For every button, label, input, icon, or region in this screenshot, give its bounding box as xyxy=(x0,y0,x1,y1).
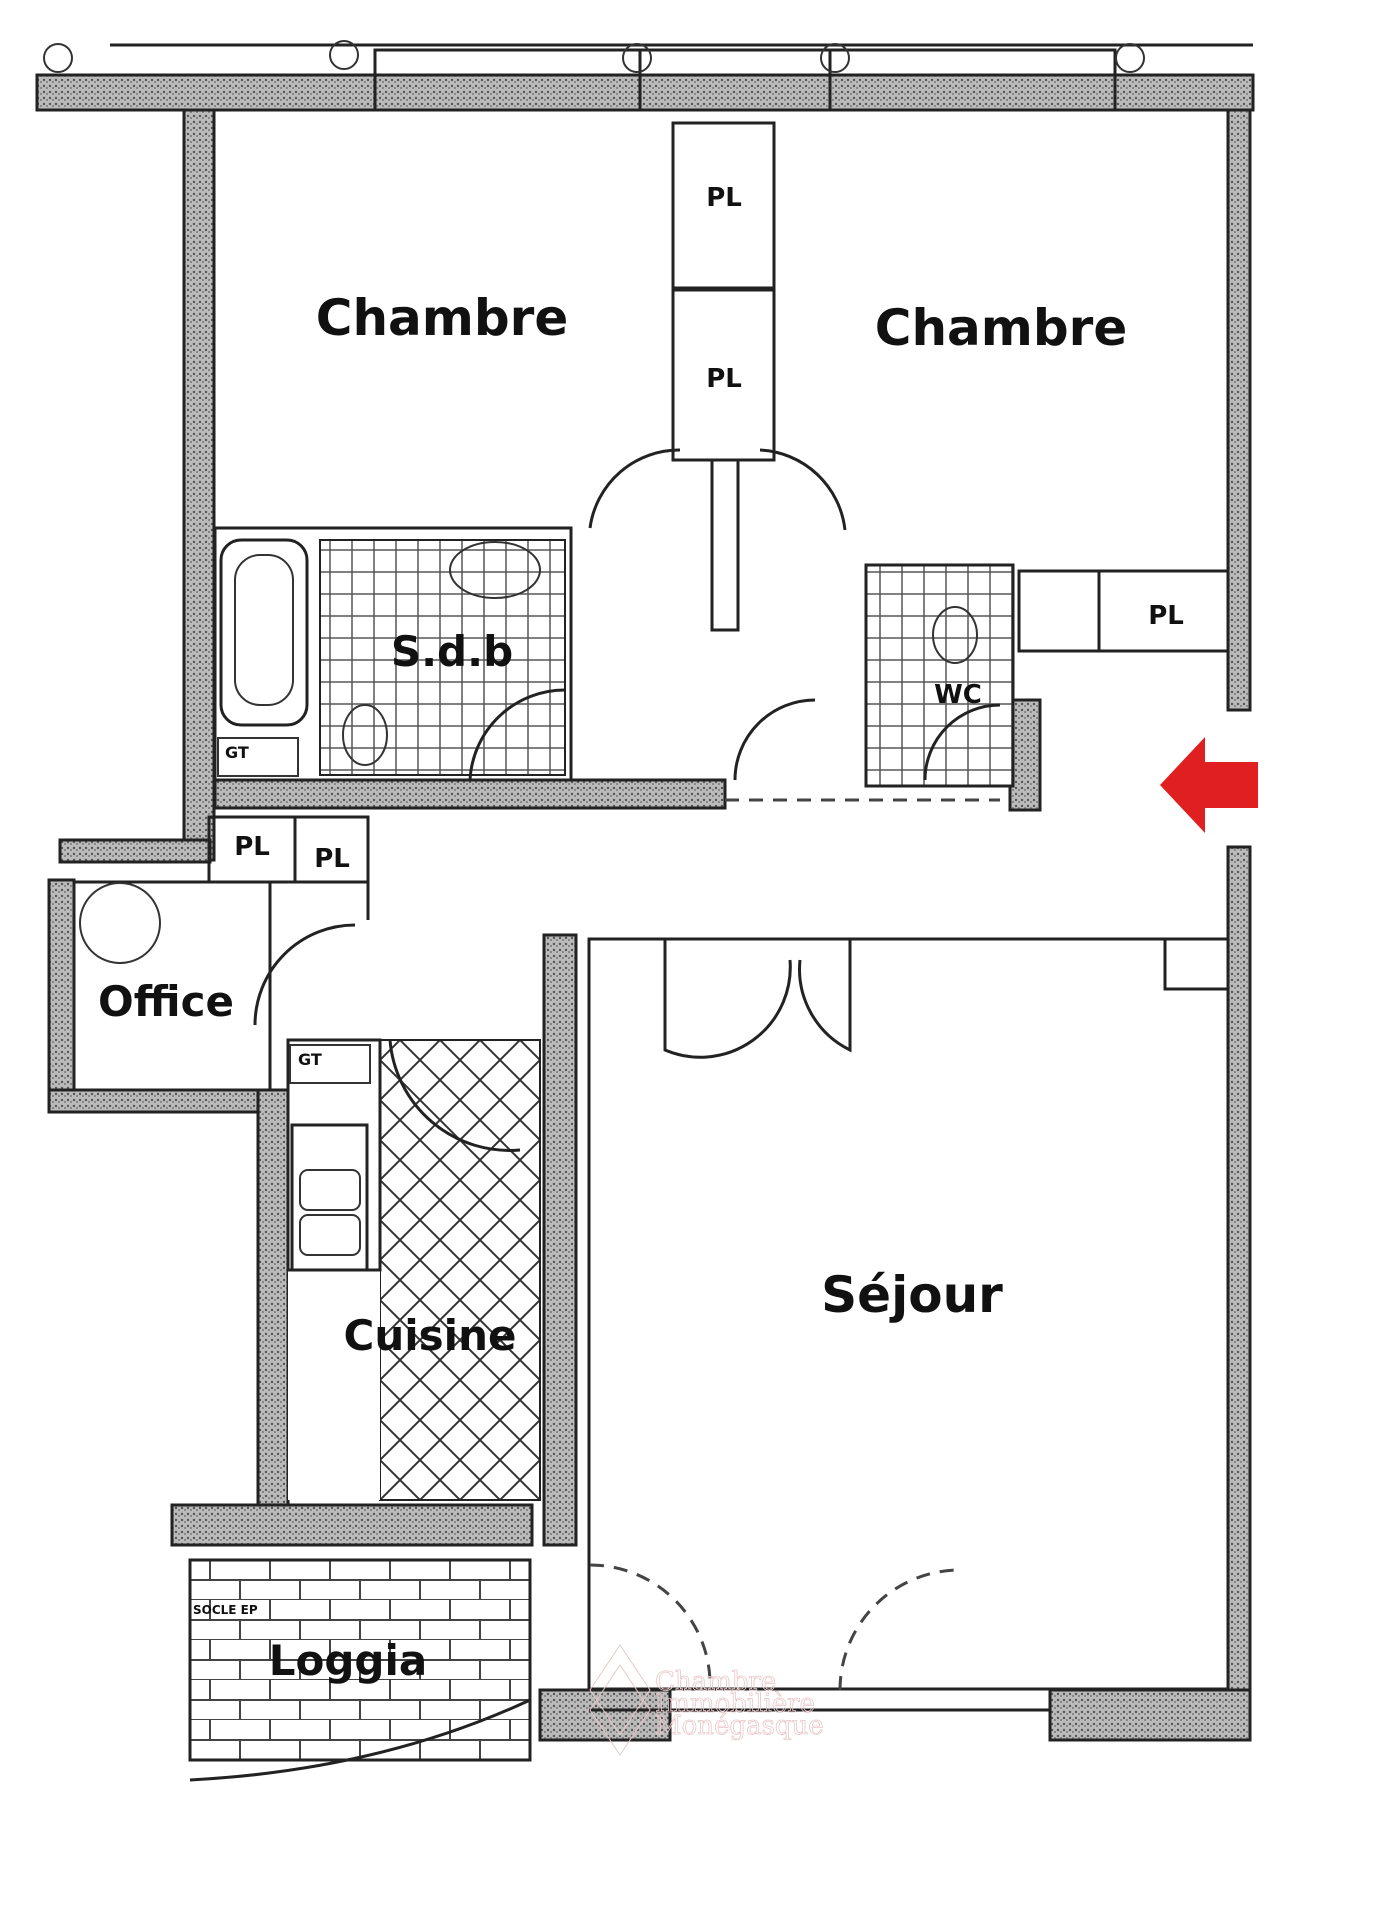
entrance-arrow-icon xyxy=(1160,737,1258,833)
fixture-label-gt: GT xyxy=(225,743,249,762)
room-label-loggia: Loggia xyxy=(269,1636,427,1685)
window-markers xyxy=(43,40,1145,73)
closet-label: PL xyxy=(314,844,350,874)
closet-label: PL xyxy=(234,832,270,862)
fixture-label-socle: SOCLE EP xyxy=(193,1603,258,1617)
closet-label: PL xyxy=(706,364,742,394)
room-label-chambre-2: Chambre xyxy=(875,299,1128,357)
walls xyxy=(35,43,1255,1742)
room-label-sejour: Séjour xyxy=(821,1266,1003,1324)
room-label-sdb: S.d.b xyxy=(391,627,513,676)
watermark-line: Monégasque xyxy=(655,1711,824,1741)
closet-label: PL xyxy=(706,183,742,213)
room-label-chambre-1: Chambre xyxy=(316,289,569,347)
interior-partitions xyxy=(72,121,1230,1782)
watermark-line: Chambre xyxy=(655,1667,776,1697)
closet-label: PL xyxy=(1148,601,1184,631)
room-label-wc: WC xyxy=(934,680,982,710)
watermark-line: Immobilière xyxy=(655,1689,815,1719)
room-label-office: Office xyxy=(98,977,234,1026)
office-circle-fixture xyxy=(79,882,161,964)
room-label-cuisine: Cuisine xyxy=(344,1311,517,1360)
fixture-label-gt: GT xyxy=(298,1050,322,1069)
watermark-logo: Chambre Immobilière Monégasque xyxy=(589,1644,824,1756)
